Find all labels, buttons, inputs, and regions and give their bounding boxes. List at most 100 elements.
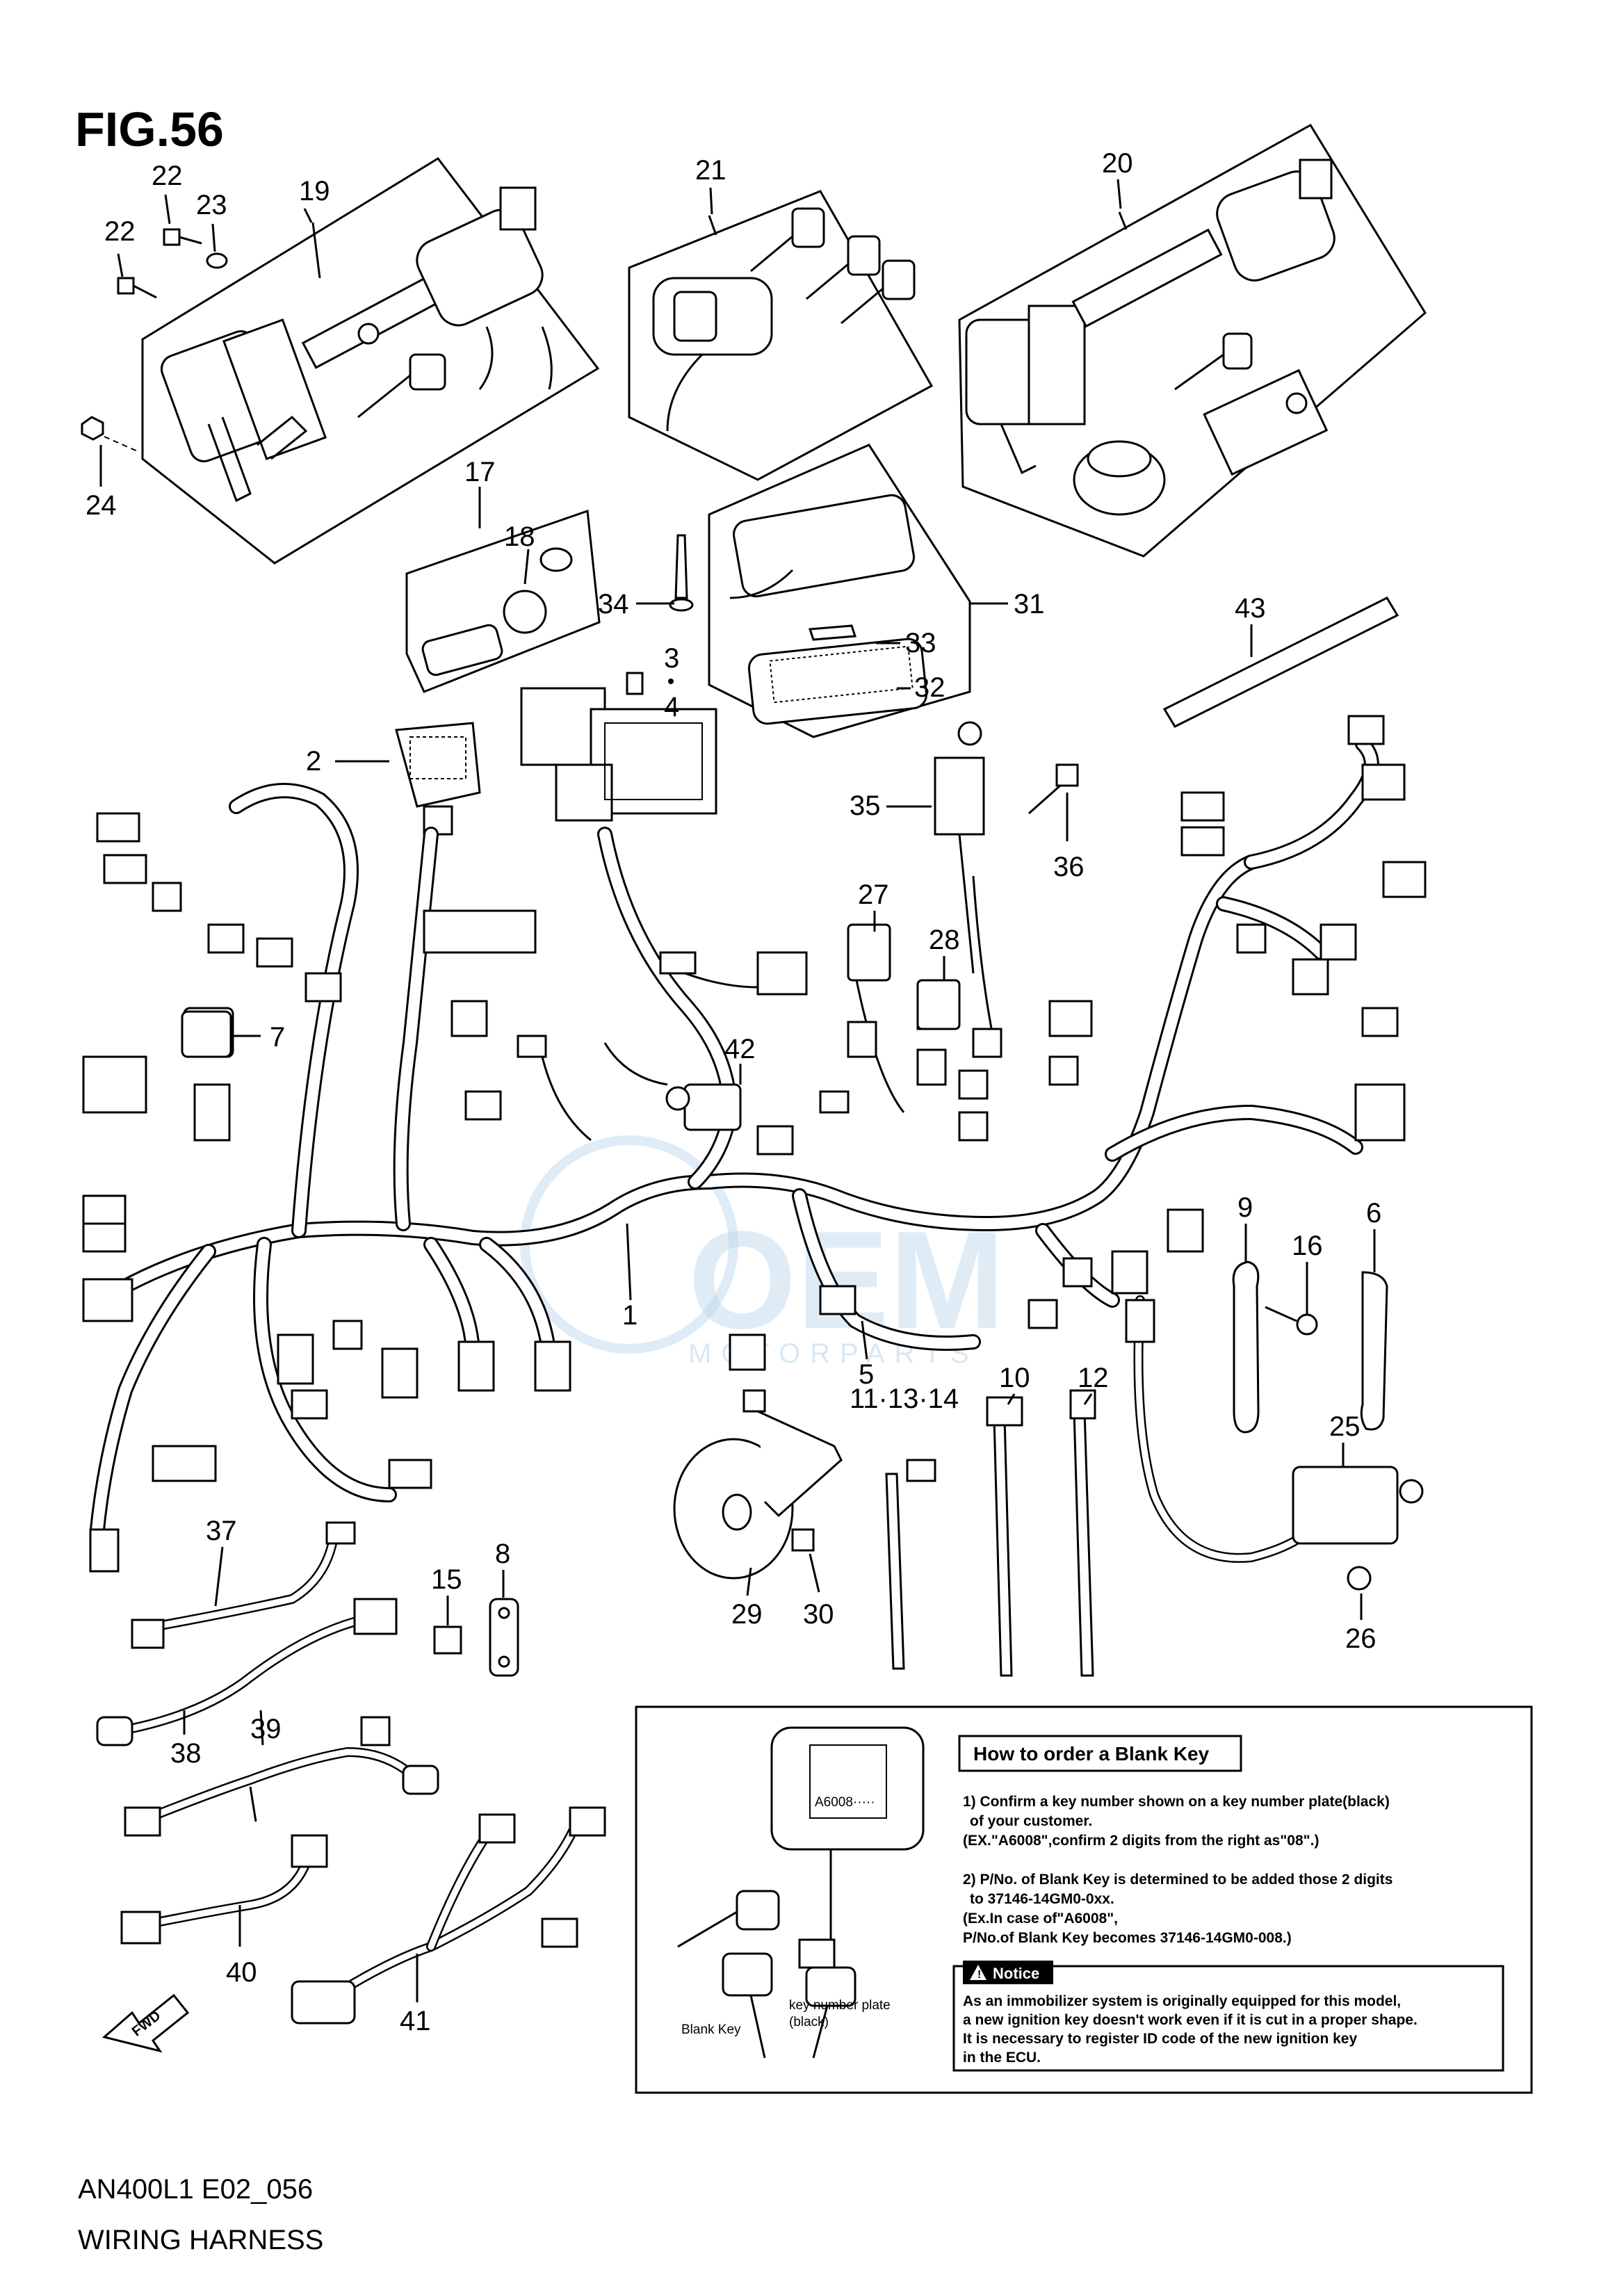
switch-25: [1292, 1466, 1424, 1545]
tie-11-13-14: [885, 1459, 936, 1670]
screw-22-upper: [163, 228, 202, 246]
callout-8: 8: [495, 1539, 510, 1569]
relay-7: [181, 1010, 232, 1058]
kit-20-box: [958, 123, 1427, 558]
callout-31: 31: [1014, 589, 1045, 619]
notice-line1: As an immobilizer system is originally e…: [963, 1993, 1401, 2009]
label-plate-line1: key number plate: [789, 1998, 891, 2013]
callout-6: 6: [1366, 1198, 1381, 1228]
callout-39: 39: [250, 1714, 282, 1744]
kit-17-box: [405, 509, 601, 693]
callout-18: 18: [504, 521, 535, 552]
tie-10: [986, 1396, 1023, 1677]
horn-29: [673, 1389, 843, 1580]
callout-19: 19: [299, 176, 330, 206]
blank-key-info-box: A6008····· key number plate (black) Blan…: [635, 1705, 1533, 2094]
fuse-relay-box: [520, 687, 717, 822]
warning-icon: !: [977, 1969, 981, 1981]
bolt-36: [1028, 763, 1079, 815]
step2-line1: 2) P/No. of Blank Key is determined to b…: [963, 1872, 1392, 1888]
callout-30: 30: [803, 1599, 834, 1630]
bolt-30: [791, 1528, 815, 1552]
callout-20: 20: [1102, 148, 1133, 179]
screw-22-lower: [117, 277, 157, 299]
callout-41: 41: [400, 2006, 431, 2036]
callout-35: 35: [850, 790, 881, 821]
tie-12: [1069, 1389, 1096, 1677]
screw-16: [1265, 1306, 1318, 1336]
callout-2: 2: [306, 746, 321, 777]
washer-23: [206, 252, 228, 269]
step1-line2: of your customer.: [970, 1813, 1092, 1829]
kit-21-box: [628, 190, 934, 481]
key-icon: [677, 1890, 856, 2059]
fuse-3-4: [626, 672, 674, 695]
callout-40: 40: [226, 1957, 257, 1988]
sub-harness-40: [120, 1834, 328, 1945]
callout-24: 24: [86, 490, 117, 521]
notice-title: Notice: [993, 1965, 1039, 1982]
sub-harness-41: [291, 1806, 606, 2025]
plate-code: A6008·····: [815, 1795, 875, 1810]
callout-32: 32: [914, 672, 945, 703]
callout-16: 16: [1292, 1231, 1323, 1261]
callout-4: 4: [664, 692, 679, 722]
callout-22: 22: [152, 161, 183, 191]
screw-34: [669, 534, 694, 612]
footer-model: AN400L1 E02_056: [78, 2174, 313, 2205]
kit-31-box: [708, 444, 971, 738]
switch-35: [934, 721, 985, 974]
sensor-42: [665, 1083, 742, 1131]
label-blank-key: Blank Key: [681, 2022, 741, 2037]
callout-34: 34: [598, 589, 629, 619]
kit-19-box: [141, 157, 600, 565]
callout-33: 33: [905, 628, 936, 658]
sub-harness-39: [124, 1716, 439, 1837]
notice-line4: in the ECU.: [963, 2050, 1041, 2066]
blank-key-title: How to order a Blank Key: [973, 1743, 1210, 1765]
callout-9: 9: [1237, 1192, 1253, 1223]
callout-5: 5: [859, 1359, 874, 1390]
step2-line3: (Ex.In case of"A6008",: [963, 1911, 1118, 1927]
connector-2: [395, 722, 481, 836]
clamp-6: [1360, 1271, 1388, 1431]
relay-27: [847, 923, 891, 982]
label-plate-line2: (black): [789, 2015, 829, 2029]
fwd-arrow-icon: FWD: [102, 1993, 190, 2053]
sub-harness-37: [131, 1521, 356, 1649]
callout-7: 7: [270, 1022, 285, 1053]
callout-21: 21: [695, 155, 726, 186]
clamp-9: [1232, 1260, 1260, 1434]
callout-15: 15: [431, 1564, 462, 1595]
callout-numbers: 22 22 23 19 21 20 24 17 18 34 31 33 32 4…: [86, 148, 1381, 2036]
step1-line1: 1) Confirm a key number shown on a key n…: [963, 1794, 1390, 1810]
callout-3: 3: [664, 643, 679, 674]
callout-28: 28: [929, 925, 960, 955]
callout-12: 12: [1078, 1363, 1109, 1393]
callout-1: 1: [622, 1300, 638, 1331]
relay-28: [916, 979, 961, 1030]
plate-8: [489, 1598, 519, 1677]
main-harness-1: [83, 736, 1379, 1563]
callout-38: 38: [170, 1738, 202, 1769]
step2-line2: to 37146-14GM0-0xx.: [970, 1891, 1114, 1907]
bolt-15: [433, 1625, 462, 1655]
callout-26: 26: [1345, 1623, 1377, 1654]
callout-36: 36: [1053, 852, 1085, 882]
leader-lines: [99, 179, 1376, 2002]
notice-line3: It is necessary to register ID code of t…: [963, 2031, 1357, 2047]
callout-10: 10: [999, 1363, 1030, 1393]
sub-harness-38: [96, 1598, 398, 1746]
callout-23: 23: [196, 190, 227, 220]
footer-caption: WIRING HARNESS: [78, 2225, 323, 2255]
callout-11-13-14: 11·13·14: [850, 1384, 959, 1414]
callout-29: 29: [731, 1599, 763, 1630]
callout-25: 25: [1329, 1411, 1361, 1442]
step2-line4: P/No.of Blank Key becomes 37146-14GM0-00…: [963, 1930, 1292, 1946]
callout-37: 37: [206, 1516, 237, 1546]
step1-line3: (EX."A6008",confirm 2 digits from the ri…: [963, 1833, 1319, 1849]
callout-17: 17: [464, 457, 496, 487]
screw-26: [1347, 1566, 1372, 1591]
notice-line2: a new ignition key doesn't work even if …: [963, 2012, 1418, 2028]
